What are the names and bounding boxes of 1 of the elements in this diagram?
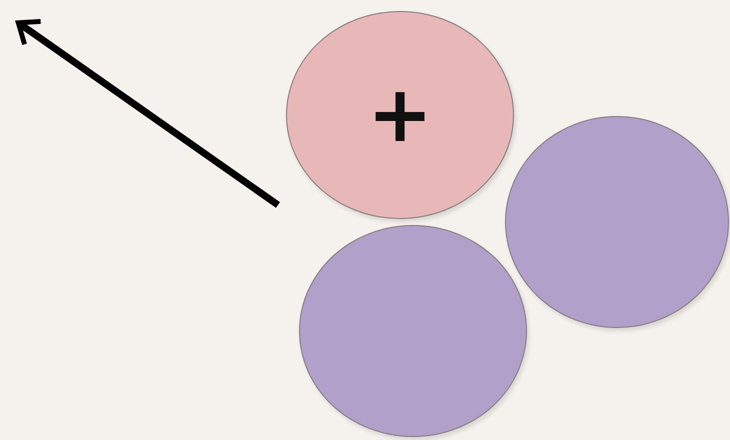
plus-sign: + xyxy=(367,76,433,154)
